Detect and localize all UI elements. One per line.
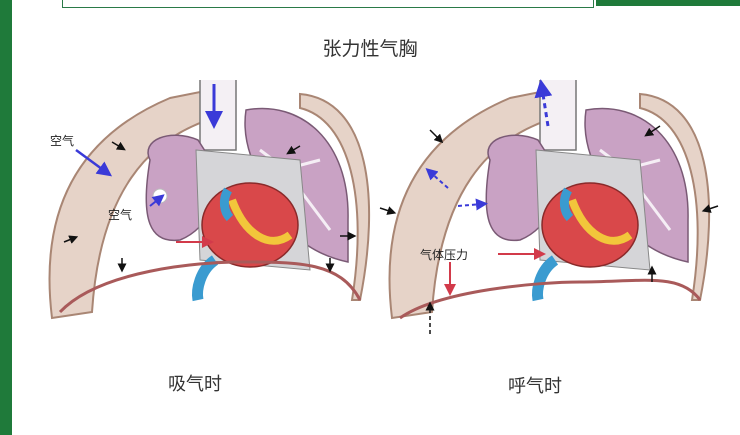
label-air-outer: 空气 <box>50 132 74 149</box>
left-vena-cava <box>198 260 215 300</box>
left-trachea <box>200 80 236 150</box>
left-thorax <box>50 80 370 318</box>
right-vena-cava <box>538 260 555 300</box>
label-gas-pressure: 气体压力 <box>420 246 468 263</box>
caption-inspiration: 吸气时 <box>168 370 222 396</box>
label-air-inner: 空气 <box>108 206 132 223</box>
caption-expiration: 呼气时 <box>508 372 562 398</box>
right-thorax <box>380 80 718 334</box>
right-diaphragm <box>400 280 700 318</box>
